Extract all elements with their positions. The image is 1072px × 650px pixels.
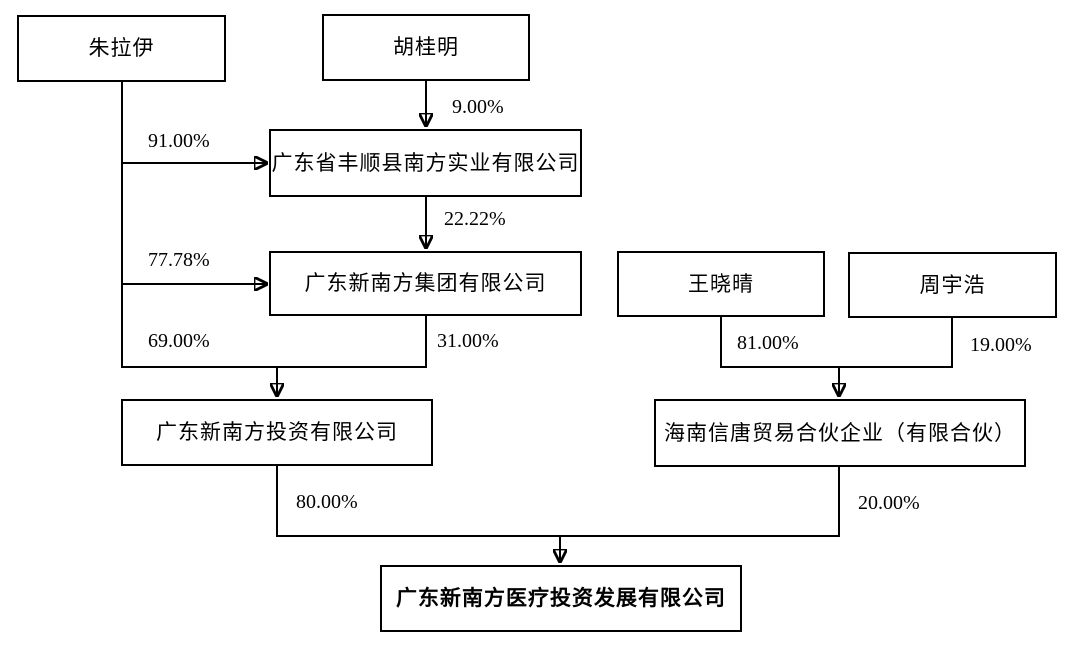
ownership-pct-zhu-to-fengshun: 91.00%: [148, 130, 210, 152]
ownership-pct-fengshun-to-group: 22.22%: [444, 208, 506, 230]
entity-box-hu-guiming: 胡桂明: [322, 14, 530, 81]
ownership-pct-zhou-to-xintang: 19.00%: [970, 334, 1032, 356]
entity-box-xinnanfang-group: 广东新南方集团有限公司: [269, 251, 582, 316]
entity-label-hu-guiming: 胡桂明: [393, 35, 459, 60]
entity-box-xinnanfang-yiliao: 广东新南方医疗投资发展有限公司: [380, 565, 742, 632]
edge-zhu-spine-line: [121, 82, 427, 368]
ownership-pct-group-to-touzi: 31.00%: [437, 330, 499, 352]
edge-bottom-spine-line: [276, 466, 840, 537]
entity-box-fengshun-shiye: 广东省丰顺县南方实业有限公司: [269, 129, 582, 197]
ownership-pct-zhu-to-touzi: 69.00%: [148, 330, 210, 352]
entity-box-wang-xiaoqing: 王晓晴: [617, 251, 825, 317]
entity-box-hainan-xintang: 海南信唐贸易合伙企业（有限合伙）: [654, 399, 1026, 467]
ownership-pct-xintang-to-yiliao: 20.00%: [858, 492, 920, 514]
entity-label-hainan-xintang: 海南信唐贸易合伙企业（有限合伙）: [664, 420, 1016, 445]
ownership-pct-hu-to-fengshun: 9.00%: [452, 96, 504, 118]
ownership-pct-touzi-to-yiliao: 80.00%: [296, 491, 358, 513]
entity-label-xinnanfang-touzi: 广东新南方投资有限公司: [156, 420, 398, 445]
entity-label-zhou-yuhao: 周宇浩: [919, 272, 986, 297]
entity-label-wang-xiaoqing: 王晓晴: [688, 271, 754, 296]
ownership-pct-zhu-to-group: 77.78%: [148, 249, 210, 271]
entity-box-xinnanfang-touzi: 广东新南方投资有限公司: [121, 399, 433, 466]
entity-box-zhou-yuhao: 周宇浩: [848, 252, 1057, 318]
entity-label-fengshun-shiye: 广东省丰顺县南方实业有限公司: [271, 150, 580, 175]
entity-label-xinnanfang-yiliao: 广东新南方医疗投资发展有限公司: [396, 586, 726, 611]
entity-box-zhu-layi: 朱拉伊: [17, 15, 226, 82]
entity-label-xinnanfang-group: 广东新南方集团有限公司: [304, 271, 547, 296]
entity-label-zhu-layi: 朱拉伊: [88, 36, 155, 61]
ownership-pct-wang-to-xintang: 81.00%: [737, 332, 799, 354]
